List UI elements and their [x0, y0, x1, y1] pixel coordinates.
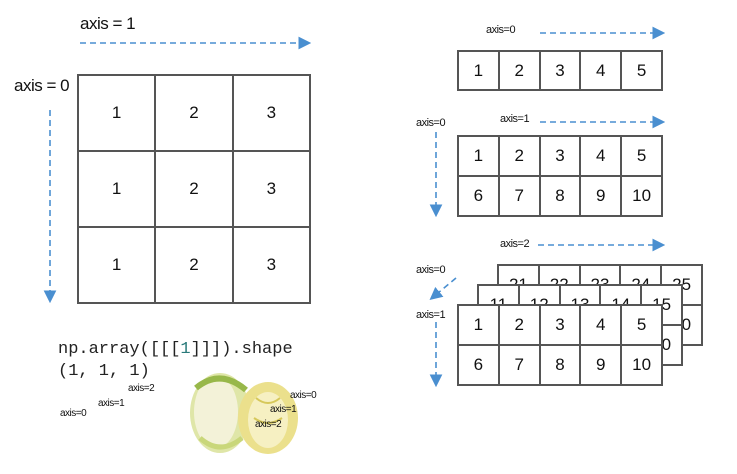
- cabbage-right-axis2: axis=2: [255, 419, 282, 430]
- array-cell: 1: [459, 137, 500, 177]
- grid-cell: 1: [79, 152, 157, 228]
- array-cell: 5: [622, 137, 663, 177]
- array-cell: 1: [459, 306, 500, 346]
- array-cell: 5: [622, 306, 663, 346]
- cabbage-left-axis1: axis=1: [98, 398, 125, 409]
- array-cell: 2: [499, 137, 541, 177]
- array-cell: 9: [581, 346, 623, 386]
- array-cell: 3: [540, 137, 582, 177]
- cabbage-image: [190, 373, 298, 454]
- axis0-arrow-3d: [429, 277, 457, 301]
- grid-cell: 1: [79, 76, 157, 152]
- array-cell: 10: [622, 346, 663, 386]
- grid-cell: 3: [233, 152, 311, 228]
- axis1-label-2d: axis=1: [500, 113, 530, 125]
- array-cell: 8: [540, 346, 582, 386]
- array-cell: 8: [540, 177, 582, 217]
- grid-cell: 2: [156, 152, 234, 228]
- axis0-label-2d: axis=0: [416, 117, 446, 129]
- grid-cell: 1: [79, 228, 157, 304]
- axis1-label-left: axis = 1: [80, 14, 136, 33]
- array-3d-front-layer: 1 2 3 4 5 6 7 8 9 10: [457, 304, 663, 386]
- code-highlight: 1: [180, 340, 191, 359]
- cabbage-left-axis0: axis=0: [60, 408, 87, 419]
- code-line: np.array([[[1]]]).shape: [58, 340, 293, 359]
- axis1-label-3d: axis=1: [416, 309, 446, 321]
- array-cell: 9: [581, 177, 623, 217]
- cabbage-right-axis0: axis=0: [290, 390, 317, 401]
- array-cell: 6: [459, 177, 500, 217]
- cabbage-right-axis1: axis=1: [270, 404, 297, 415]
- grid-cell: 2: [156, 76, 234, 152]
- grid-cell: 3: [233, 76, 311, 152]
- grid-3x3: 1 2 3 1 2 3 1 2 3: [77, 74, 311, 304]
- axis2-label-3d: axis=2: [500, 238, 530, 250]
- code-suffix: ]]]).shape: [190, 340, 293, 359]
- code-result: (1, 1, 1): [58, 362, 150, 381]
- array-cell: 6: [459, 346, 500, 386]
- array-cell: 4: [581, 306, 623, 346]
- axis0-label-1d: axis=0: [486, 24, 516, 36]
- axis0-label-left: axis = 0: [14, 76, 70, 95]
- grid-cell: 2: [156, 228, 234, 304]
- array-cell: 5: [622, 52, 663, 91]
- axis0-label-3d: axis=0: [416, 264, 446, 276]
- array-cell: 7: [499, 346, 541, 386]
- array-cell: 7: [499, 177, 541, 217]
- array-cell: 4: [581, 52, 623, 91]
- array-cell: 1: [459, 52, 500, 91]
- array-cell: 3: [540, 52, 582, 91]
- array-2d: 1 2 3 4 5 6 7 8 9 10: [457, 135, 663, 217]
- grid-cell: 3: [233, 228, 311, 304]
- array-cell: 2: [499, 52, 541, 91]
- array-cell: 4: [581, 137, 623, 177]
- array-cell: 3: [540, 306, 582, 346]
- array-cell: 10: [622, 177, 663, 217]
- code-prefix: np.array([[[: [58, 340, 181, 359]
- cabbage-left-axis2: axis=2: [128, 383, 155, 394]
- array-1d: 1 2 3 4 5: [457, 50, 663, 91]
- array-cell: 2: [499, 306, 541, 346]
